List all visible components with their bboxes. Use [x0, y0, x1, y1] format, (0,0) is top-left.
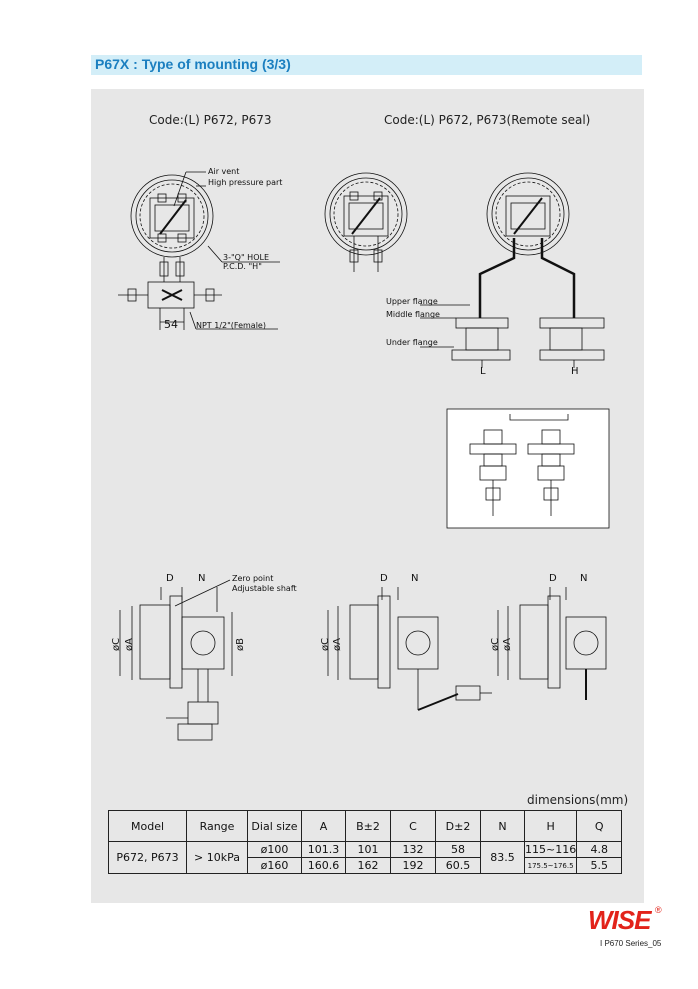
registered-mark: ®: [655, 905, 662, 915]
label-phiA-2: øA: [331, 638, 343, 651]
table-header-cell: Dial size: [247, 810, 302, 842]
table-cell: 101.3: [301, 841, 346, 858]
label-phiB-1: øB: [234, 638, 246, 651]
table-cell: 60.5: [435, 857, 481, 874]
label-npt: NPT 1/2"(Female): [196, 321, 266, 330]
code-left: Code:(L) P672, P673: [149, 113, 272, 127]
table-cell: 175.5~176.5: [523, 857, 578, 874]
label-N-2: N: [411, 573, 419, 584]
label-phiC-3: øC: [490, 637, 502, 652]
label-zero-point: Zero point: [232, 574, 274, 583]
label-adjustable-shaft: Adjustable shaft: [232, 584, 297, 593]
label-hole: 3-"Q" HOLE: [223, 253, 269, 262]
gauge-right-remote-seal: [420, 172, 605, 368]
table-header-row: Model Range Dial size A B±2 C D±2 N H Q: [108, 810, 623, 842]
table-header-cell: Range: [186, 810, 248, 842]
table-row: P672, P673 > 10kPa ø100 101.3 101 132 58…: [108, 841, 623, 874]
side-view-right: [497, 587, 607, 700]
table-header-cell: H: [523, 810, 578, 842]
table-cell: 192: [390, 857, 436, 874]
label-L: L: [480, 366, 486, 377]
title-bar: P67X : Type of mounting (3/3): [91, 55, 642, 75]
table-cell-N: 83.5: [480, 841, 525, 874]
table-header-cell: D±2: [435, 810, 481, 842]
label-D-2: D: [380, 573, 388, 584]
table-cell: 162: [345, 857, 391, 874]
label-air-vent: Air vent: [208, 167, 240, 176]
wise-logo: WISE: [588, 905, 651, 935]
spec-table: Model Range Dial size A B±2 C D±2 N H Q …: [108, 810, 623, 874]
table-header-cell: Model: [108, 810, 187, 842]
table-cell: 160.6: [301, 857, 346, 874]
label-phiC-2: øC: [320, 637, 332, 652]
gauge-left-front-view: [118, 171, 280, 330]
gauge-middle-front-view: [324, 172, 408, 272]
table-header-cell: B±2: [345, 810, 391, 842]
dimensions-unit-note: dimensions(mm): [527, 793, 629, 807]
table-cell: 5.5: [576, 857, 623, 874]
table-cell: ø160: [247, 857, 302, 874]
side-view-middle: [327, 587, 492, 711]
table-cell-model: P672, P673: [108, 841, 187, 874]
table-row: ø160 160.6 162 192 60.5 175.5~176.5 5.5: [109, 857, 623, 874]
label-under-flange: Under flange: [386, 338, 438, 347]
label-phiA-1: øA: [123, 638, 135, 651]
table-cell: 115~116: [523, 841, 578, 858]
table-cell-range: > 10kPa: [186, 841, 248, 874]
table-cell: 101: [345, 841, 391, 858]
table-header-cell: Q: [576, 810, 623, 842]
side-view-left: [119, 579, 233, 741]
label-H: H: [571, 366, 579, 377]
table-cell: 58: [435, 841, 481, 858]
table-header-cell: C: [390, 810, 436, 842]
detail-box: [446, 408, 610, 529]
label-phiA-3: øA: [501, 638, 513, 651]
label-upper-flange: Upper flange: [386, 297, 438, 306]
label-D-1: D: [166, 573, 174, 584]
table-cell: ø100: [247, 841, 302, 858]
label-phiC-1: øC: [111, 637, 123, 652]
page-title: P67X : Type of mounting (3/3): [95, 56, 291, 72]
table-cell: 4.8: [576, 841, 623, 858]
table-header-cell: A: [301, 810, 346, 842]
label-middle-flange: Middle flange: [386, 310, 440, 319]
table-cell: 132: [390, 841, 436, 858]
label-N-1: N: [198, 573, 206, 584]
label-D-3: D: [549, 573, 557, 584]
code-right: Code:(L) P672, P673(Remote seal): [384, 113, 591, 127]
footer-page-label: I P670 Series_05: [600, 939, 662, 948]
label-pcd: P.C.D. "H": [223, 262, 262, 271]
label-high-pressure: High pressure part: [208, 178, 283, 187]
table-header-cell: N: [480, 810, 525, 842]
label-54: 54: [164, 318, 178, 331]
label-N-3: N: [580, 573, 588, 584]
